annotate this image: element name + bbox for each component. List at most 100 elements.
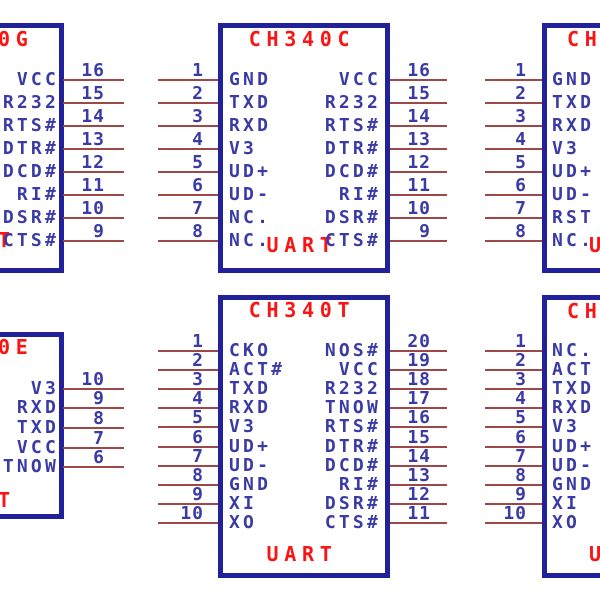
pin-label: UD+ [552,161,595,182]
pin-number: 10 [81,198,105,219]
pin-number: 5 [515,152,527,173]
chip-box-ch340c [218,23,390,273]
pin-number: 1 [515,60,527,81]
pin-label: DTR# [324,138,381,159]
pin-number: 7 [93,428,105,449]
pin-number: 11 [407,175,431,196]
pin-number: 5 [192,407,204,428]
pin-label: UD+ [229,436,272,457]
pin-label: DSR# [324,207,381,228]
pin-line [485,522,542,524]
pin-label: RTS# [2,115,59,136]
chip-subtitle: UART [266,233,338,257]
pin-line [390,125,447,127]
chip-box-ch340-bottom-right [542,295,600,578]
pin-number: 3 [192,106,204,127]
pin-number: 1 [515,331,527,352]
pin-number: 9 [515,484,527,505]
pin-line [485,79,542,81]
pin-number: 6 [515,427,527,448]
pin-line [158,369,218,371]
pin-line [390,194,447,196]
pin-number: 8 [192,465,204,486]
pin-label: CKO [229,340,272,361]
pin-number: 1 [192,60,204,81]
pin-label: VCC [16,69,59,90]
pin-line [485,102,542,104]
chip-title: CH340C [248,27,356,51]
pin-number: 6 [192,175,204,196]
pin-number: 5 [515,407,527,428]
pin-line [63,447,124,449]
pin-line [63,388,124,390]
pin-line [485,217,542,219]
pin-line [390,465,447,467]
pin-label: TXD [229,92,272,113]
pin-number: 7 [515,198,527,219]
pin-label: RI# [16,184,59,205]
pin-number: 7 [192,446,204,467]
chip-subtitle: T [0,228,16,252]
pin-label: TXD [229,378,272,399]
pin-label: ACT# [229,359,286,380]
pin-number: 11 [81,175,105,196]
pin-number: 16 [407,60,431,81]
pin-line [390,148,447,150]
pin-label: DTR# [324,436,381,457]
pin-label: UD+ [229,161,272,182]
pin-line [485,446,542,448]
pin-line [485,388,542,390]
pin-line [390,503,447,505]
pin-line [390,369,447,371]
pin-label: UD+ [552,436,595,457]
pin-label: CTS# [2,230,59,251]
pin-number: 2 [192,83,204,104]
pin-label: TXD [552,378,595,399]
pin-line [390,426,447,428]
pin-label: V3 [552,138,581,159]
pin-number: 12 [407,484,431,505]
pin-label: UD- [229,455,272,476]
pin-line [390,522,447,524]
pin-number: 6 [515,175,527,196]
pin-line [158,503,218,505]
pin-label: RST [552,207,595,228]
pin-label: NOS# [324,340,381,361]
pin-label: RXD [16,397,59,418]
pin-label: XI [552,493,581,514]
pin-label: RXD [229,397,272,418]
pin-label: NC. [229,207,272,228]
pin-number: 9 [192,484,204,505]
pin-label: DCD# [2,161,59,182]
pin-number: 9 [93,388,105,409]
pin-line [390,407,447,409]
pin-label: TNOW [2,456,59,477]
pin-line [158,125,218,127]
pin-line [158,194,218,196]
pin-number: 17 [407,388,431,409]
chip-subtitle: U [589,235,600,255]
pin-line [485,194,542,196]
pin-line [485,426,542,428]
pin-line [158,79,218,81]
pin-label: V3 [30,378,59,399]
pin-number: 6 [93,447,105,468]
pin-line [158,350,218,352]
pin-number: 18 [407,369,431,390]
pin-label: VCC [338,69,381,90]
pin-label: NC. [552,230,595,251]
chip-title: 0E [0,335,34,359]
pin-line [390,446,447,448]
pin-number: 8 [515,465,527,486]
chip-subtitle: T [0,488,16,512]
pin-label: RXD [229,115,272,136]
pin-label: R232 [324,378,381,399]
pin-line [63,148,124,150]
pin-line [158,465,218,467]
pin-label: XO [552,512,581,533]
pin-line [485,484,542,486]
pin-number: 2 [192,350,204,371]
pin-number: 14 [81,106,105,127]
pin-number: 20 [407,331,431,352]
pin-label: NC. [229,230,272,251]
